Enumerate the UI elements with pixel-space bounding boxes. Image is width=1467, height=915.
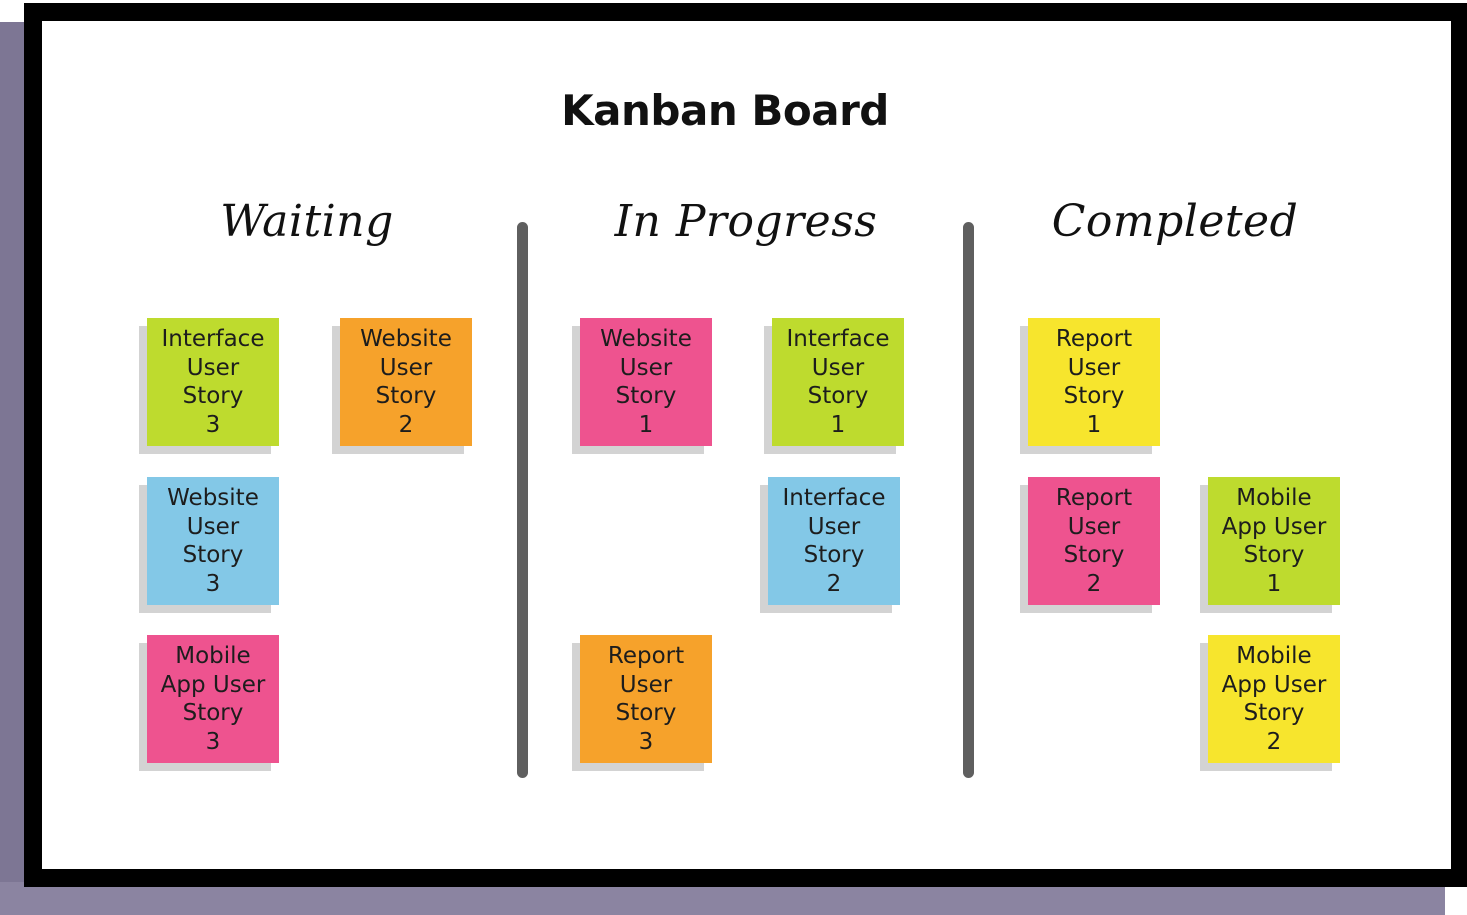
note-line: User xyxy=(1067,354,1121,381)
note-line: Mobile xyxy=(1236,485,1312,511)
note-line: User xyxy=(379,354,433,381)
sticky-note[interactable]: Website User Story 2 xyxy=(340,318,472,446)
note-line: 1 xyxy=(638,411,654,438)
sticky-note[interactable]: Report User Story 2 xyxy=(1028,477,1160,605)
note-line: User xyxy=(619,671,673,698)
note-line: App User xyxy=(160,671,266,698)
sticky-note[interactable]: Report User Story 1 xyxy=(1028,318,1160,446)
note-line: Interface xyxy=(786,326,890,352)
note-line: 1 xyxy=(830,411,846,438)
note-line: Story xyxy=(615,383,677,409)
note-line: 2 xyxy=(1266,728,1282,755)
note-line: Interface xyxy=(782,485,886,511)
sticky-note[interactable]: Interface User Story 3 xyxy=(147,318,279,446)
sticky-note[interactable]: Website User Story 3 xyxy=(147,477,279,605)
note-line: Story xyxy=(807,383,869,409)
note-line: 3 xyxy=(638,728,654,755)
note-line: 3 xyxy=(205,411,221,438)
note-line: Website xyxy=(600,326,692,352)
column-header-waiting: Waiting xyxy=(220,196,394,247)
sticky-note[interactable]: Report User Story 3 xyxy=(580,635,712,763)
note-line: User xyxy=(807,513,861,540)
column-header-in-progress: In Progress xyxy=(614,196,878,247)
note-line: Story xyxy=(182,700,244,726)
note-line: Story xyxy=(1063,542,1125,568)
column-divider-1 xyxy=(517,222,528,778)
note-line: 1 xyxy=(1266,570,1282,597)
note-line: User xyxy=(619,354,673,381)
note-line: User xyxy=(186,354,240,381)
note-line: Story xyxy=(182,383,244,409)
sticky-note[interactable]: Interface User Story 2 xyxy=(768,477,900,605)
sticky-note[interactable]: Website User Story 1 xyxy=(580,318,712,446)
note-line: 2 xyxy=(398,411,414,438)
note-line: Story xyxy=(1243,542,1305,568)
note-line: 3 xyxy=(205,570,221,597)
sticky-note[interactable]: Mobile App User Story 3 xyxy=(147,635,279,763)
note-line: Story xyxy=(375,383,437,409)
note-line: Mobile xyxy=(175,643,251,669)
note-line: User xyxy=(186,513,240,540)
note-line: App User xyxy=(1221,513,1327,540)
note-line: 2 xyxy=(826,570,842,597)
board-title: Kanban Board xyxy=(561,86,889,135)
note-line: User xyxy=(811,354,865,381)
column-header-completed: Completed xyxy=(1051,196,1299,247)
note-line: User xyxy=(1067,513,1121,540)
note-line: Mobile xyxy=(1236,643,1312,669)
note-line: Interface xyxy=(161,326,265,352)
note-line: Story xyxy=(615,700,677,726)
note-line: Report xyxy=(607,643,685,669)
note-line: Story xyxy=(803,542,865,568)
note-line: 1 xyxy=(1086,411,1102,438)
sticky-note[interactable]: Mobile App User Story 1 xyxy=(1208,477,1340,605)
column-divider-2 xyxy=(963,222,974,778)
note-line: Story xyxy=(1063,383,1125,409)
sticky-note[interactable]: Mobile App User Story 2 xyxy=(1208,635,1340,763)
sticky-note[interactable]: Interface User Story 1 xyxy=(772,318,904,446)
note-line: Website xyxy=(167,485,259,511)
note-line: App User xyxy=(1221,671,1327,698)
note-line: Report xyxy=(1055,485,1133,511)
note-line: 2 xyxy=(1086,570,1102,597)
note-line: 3 xyxy=(205,728,221,755)
note-line: Story xyxy=(1243,700,1305,726)
note-line: Website xyxy=(360,326,452,352)
note-line: Report xyxy=(1055,326,1133,352)
note-line: Story xyxy=(182,542,244,568)
